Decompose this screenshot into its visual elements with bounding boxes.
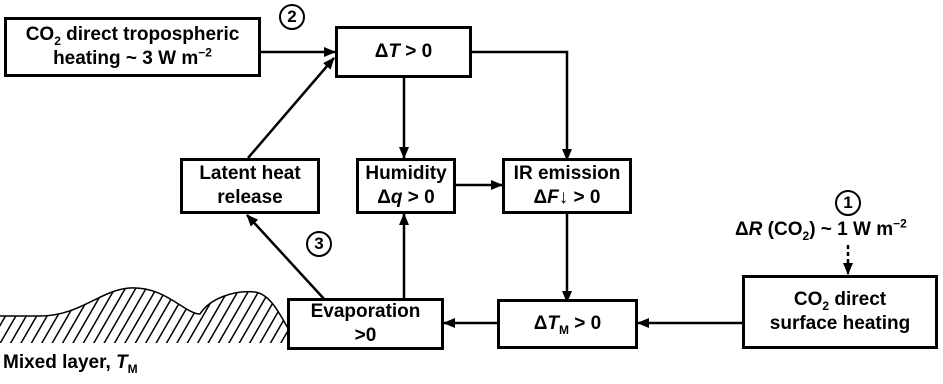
humidity-line1: Humidity [365, 162, 446, 186]
delta-t-box: ΔT > 0 [335, 26, 472, 78]
co2-surf-line2: surface heating [770, 312, 910, 336]
humidity-variable: q [391, 187, 403, 208]
latent-heat-line1: Latent heat [199, 162, 300, 186]
delta-tm-condition: > 0 [569, 313, 601, 334]
evaporation-box: Evaporation >0 [287, 298, 444, 350]
delta-t-condition: > 0 [400, 41, 432, 62]
arrow-evaporation-to-latent [247, 215, 325, 300]
mixed-layer-subscript: M [128, 362, 138, 376]
delta-t-delta: Δ [375, 41, 389, 62]
step-marker-3: 3 [306, 231, 332, 257]
delta-tm-subscript: M [559, 323, 569, 337]
delta-tm-delta: Δ [534, 313, 548, 334]
co2-tropo-text-c: heating ~ 3 W m [53, 48, 198, 69]
forcing-text-b: ) ~ 1 W m [809, 219, 893, 240]
co2-surf-text-a: CO [794, 289, 823, 310]
co2-surf-text-b: direct [829, 289, 886, 310]
humidity-condition: > 0 [403, 187, 435, 208]
forcing-superscript: −2 [893, 217, 907, 231]
ir-emission-box: IR emission ΔF↓ > 0 [502, 158, 632, 214]
ir-delta: Δ [534, 187, 548, 208]
evaporation-line1: Evaporation [311, 300, 421, 324]
step-marker-2: 2 [279, 4, 305, 30]
forcing-delta: Δ [735, 219, 749, 240]
forcing-text-a: (CO [762, 219, 802, 240]
co2-tropo-subscript: 2 [54, 34, 61, 48]
delta-t-variable: T [388, 41, 400, 62]
humidity-delta: Δ [377, 187, 391, 208]
mixed-layer-text: Mixed layer, [3, 352, 116, 373]
step-marker-1: 1 [835, 190, 861, 216]
mixed-layer-label: Mixed layer, TM [3, 352, 138, 374]
delta-tm-box: ΔTM > 0 [497, 299, 638, 349]
delta-tm-variable: T [547, 313, 559, 334]
latent-heat-line2: release [217, 186, 283, 210]
arrow-deltaT-to-ir [470, 52, 567, 160]
co2-tropo-superscript: −2 [198, 46, 212, 60]
co2-tropospheric-heating-box: CO2 direct tropospheric heating ~ 3 W m−… [4, 17, 261, 77]
ir-variable: F [547, 187, 559, 208]
forcing-label: ΔR (CO2) ~ 1 W m−2 [735, 219, 907, 241]
humidity-box: Humidity Δq > 0 [356, 158, 456, 214]
ir-emission-line1: IR emission [514, 162, 621, 186]
mixed-layer-variable: T [116, 352, 128, 373]
ir-condition: ↓ > 0 [559, 187, 601, 208]
co2-surface-heating-box: CO2 direct surface heating [742, 275, 938, 349]
forcing-variable: R [749, 219, 763, 240]
co2-tropo-text-b: direct tropospheric [61, 24, 239, 45]
latent-heat-release-box: Latent heat release [180, 158, 320, 214]
co2-tropo-text-a: CO [26, 24, 55, 45]
evaporation-line2: >0 [355, 324, 377, 348]
